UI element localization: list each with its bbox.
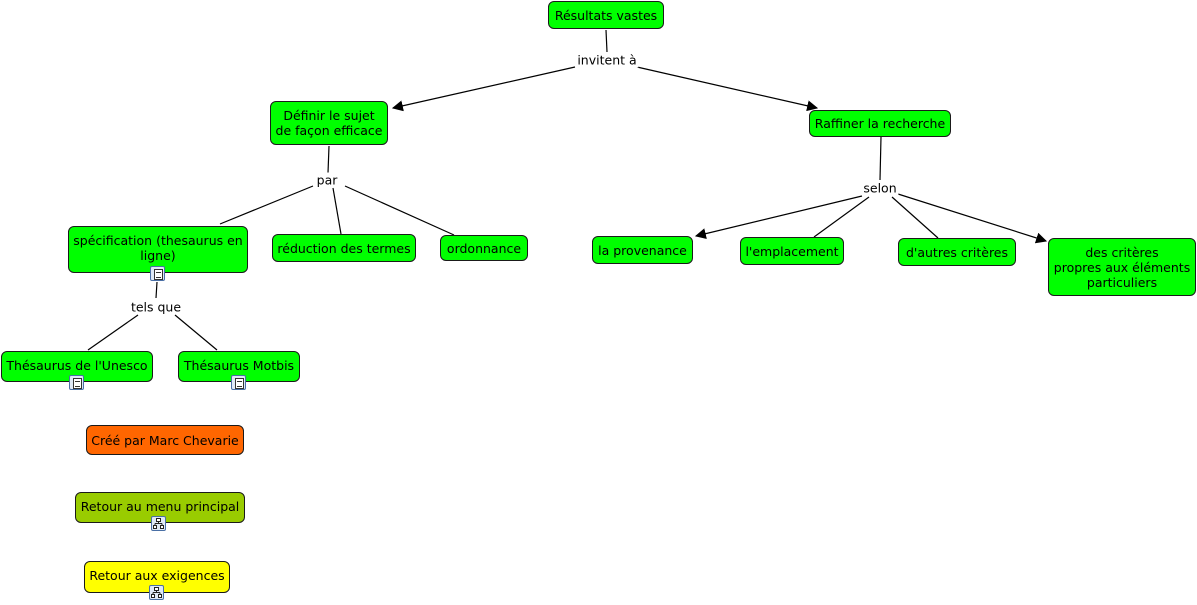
concept-map-icon[interactable] (149, 585, 164, 600)
line-selon-criteres (897, 193, 1048, 244)
concept-definir-sujet[interactable]: Définir le sujet de façon efficace (270, 101, 388, 145)
concept-emplacement[interactable]: l'emplacement (740, 237, 844, 265)
line-telsque-motbis (174, 314, 218, 351)
line-par-ordonnance (344, 185, 455, 236)
concept-reduction-termes[interactable]: réduction des termes (272, 234, 416, 262)
concept-thesaurus-unesco[interactable]: Thésaurus de l'Unesco (1, 351, 153, 382)
line-resultats-invitent (605, 29, 608, 53)
line-telsque-unesco (87, 314, 139, 351)
link-label-selon: selon (861, 180, 899, 196)
line-selon-emplacement (813, 196, 870, 238)
link-label-par: par (314, 172, 340, 188)
document-icon[interactable] (69, 375, 84, 390)
document-icon[interactable] (231, 375, 246, 390)
back-to-requirements-button[interactable]: Retour aux exigences (84, 561, 230, 593)
concept-specification[interactable]: spécification (thesaurus en ligne) (68, 226, 248, 273)
line-selon-provenance (694, 195, 863, 240)
document-icon[interactable] (150, 266, 165, 281)
line-par-specification (219, 185, 314, 225)
concept-resultats-vastes[interactable]: Résultats vastes (548, 1, 664, 29)
line-definir-par (327, 145, 330, 174)
line-raffiner-selon (879, 136, 882, 181)
concept-criteres-propres[interactable]: des critères propres aux éléments partic… (1048, 238, 1196, 296)
line-invitent-raffiner (636, 66, 819, 112)
author-credit: Créé par Marc Chevarie (86, 425, 244, 455)
line-par-reduction (332, 187, 342, 235)
concept-ordonnance[interactable]: ordonnance (440, 235, 528, 261)
line-specification-telsque (155, 281, 158, 299)
concept-provenance[interactable]: la provenance (592, 236, 693, 264)
link-label-invitent: invitent à (575, 52, 639, 68)
concept-autres-criteres[interactable]: d'autres critères (898, 238, 1016, 266)
line-selon-autres (891, 196, 939, 239)
link-label-tels-que: tels que (128, 299, 184, 315)
concept-map-icon[interactable] (151, 516, 166, 531)
line-invitent-definir (391, 66, 576, 112)
concept-raffiner-recherche[interactable]: Raffiner la recherche (809, 110, 951, 137)
